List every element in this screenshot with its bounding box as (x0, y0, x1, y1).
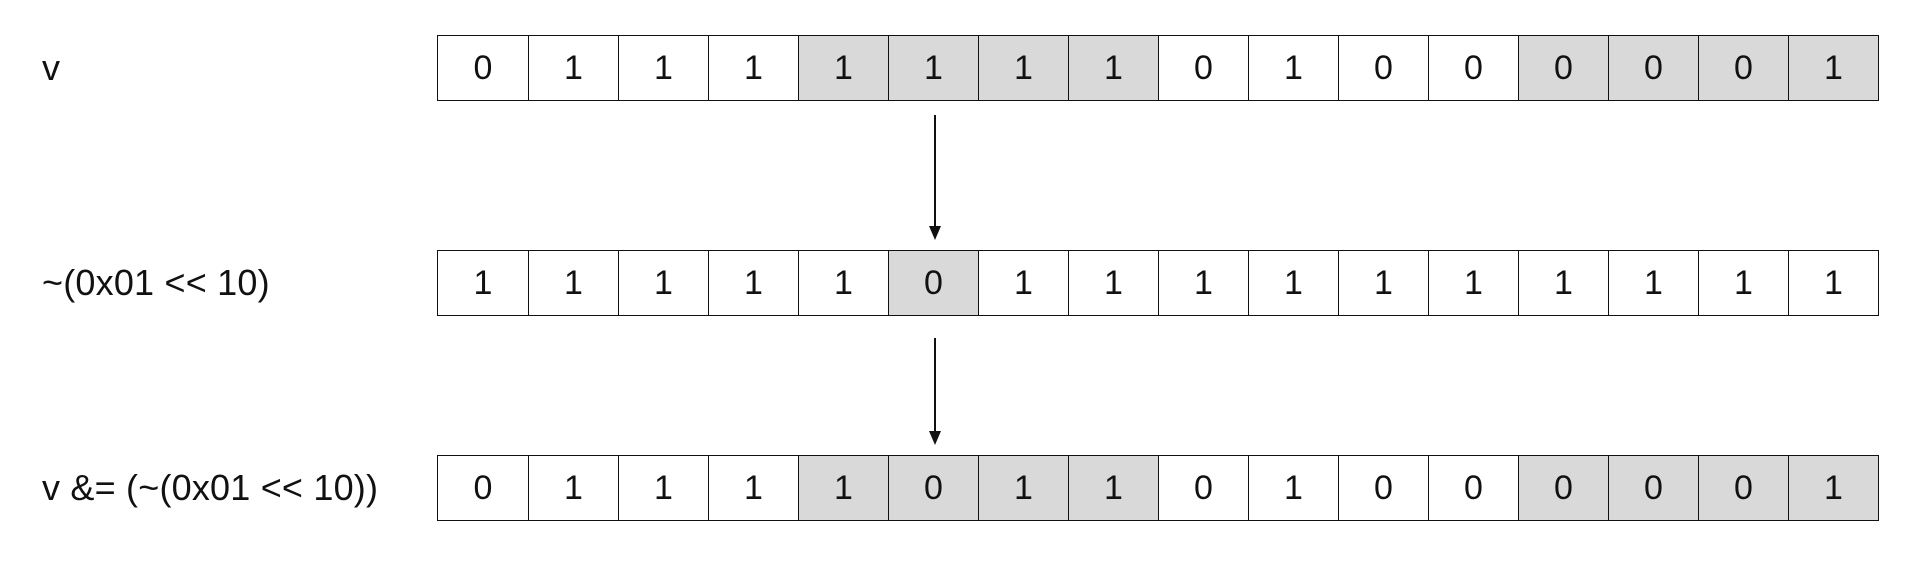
bit-cell: 1 (708, 36, 798, 100)
bit-cell: 1 (1518, 251, 1608, 315)
bit-cell: 0 (1338, 456, 1428, 520)
bit-cell: 0 (1158, 36, 1248, 100)
bit-cell: 0 (1608, 456, 1698, 520)
bit-cell: 0 (1428, 456, 1518, 520)
bit-cell: 1 (1428, 251, 1518, 315)
down-arrow-icon (925, 338, 945, 445)
row-label-v: v (42, 47, 61, 88)
bit-cell: 1 (798, 251, 888, 315)
down-arrow-icon (925, 115, 945, 240)
bit-cell: 0 (1698, 36, 1788, 100)
bit-cell: 1 (1068, 36, 1158, 100)
bit-cell: 1 (978, 251, 1068, 315)
bit-cell: 1 (1248, 456, 1338, 520)
row-label-mask: ~(0x01 << 10) (42, 262, 270, 303)
bit-cell: 1 (618, 456, 708, 520)
row-label-result: v &= (~(0x01 << 10)) (42, 467, 379, 508)
bit-cell: 0 (888, 251, 978, 315)
bit-cell: 0 (1338, 36, 1428, 100)
bit-cell: 1 (798, 36, 888, 100)
bit-cell: 1 (1788, 36, 1878, 100)
bit-cell: 1 (1068, 456, 1158, 520)
bit-cell: 1 (1788, 251, 1878, 315)
bit-cell: 1 (1788, 456, 1878, 520)
bit-cell: 0 (888, 456, 978, 520)
bit-cell: 0 (1158, 456, 1248, 520)
bit-cell: 1 (438, 251, 528, 315)
bit-cell: 1 (1248, 251, 1338, 315)
bit-cell: 1 (888, 36, 978, 100)
bit-cell: 1 (1248, 36, 1338, 100)
bit-cell: 0 (1518, 456, 1608, 520)
bit-cell: 0 (1518, 36, 1608, 100)
bit-cell: 1 (978, 456, 1068, 520)
bit-cell: 0 (1428, 36, 1518, 100)
bit-cell: 1 (708, 251, 798, 315)
bit-cell: 1 (1068, 251, 1158, 315)
bit-cell: 1 (798, 456, 888, 520)
bit-cell: 0 (438, 36, 528, 100)
bit-cell: 1 (1338, 251, 1428, 315)
bit-cell: 1 (528, 36, 618, 100)
bit-cell: 1 (1608, 251, 1698, 315)
bit-cell: 1 (618, 251, 708, 315)
bit-cell: 0 (1608, 36, 1698, 100)
bit-cell: 0 (1698, 456, 1788, 520)
bit-cell: 1 (618, 36, 708, 100)
bit-cell: 1 (528, 251, 618, 315)
bit-cell: 1 (708, 456, 798, 520)
bit-cell: 1 (528, 456, 618, 520)
bit-cell: 0 (438, 456, 528, 520)
bit-cell: 1 (1158, 251, 1248, 315)
bit-cell: 1 (978, 36, 1068, 100)
bit-cell: 1 (1698, 251, 1788, 315)
